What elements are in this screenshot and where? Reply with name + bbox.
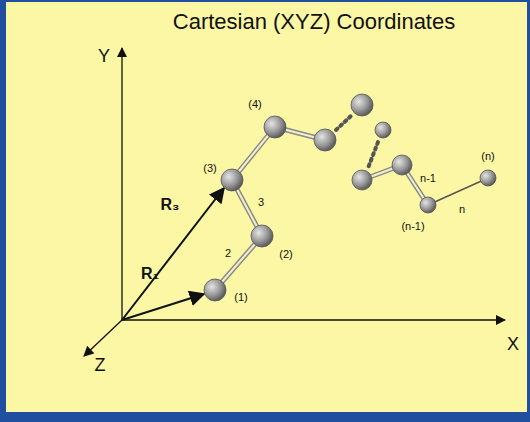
bond-number: n-1 — [420, 173, 436, 184]
vector-label: R₁ — [141, 266, 159, 282]
atom — [375, 122, 391, 138]
z-axis — [84, 320, 122, 356]
atom — [351, 94, 373, 116]
atom — [392, 155, 412, 175]
vector-label: R₃ — [161, 197, 180, 213]
bond-number: 2 — [225, 248, 231, 259]
atom — [221, 169, 243, 191]
atom — [264, 116, 286, 138]
bond-number: n — [459, 204, 465, 215]
axis-label: Y — [98, 47, 110, 65]
atom-number: (2) — [279, 249, 292, 260]
atom-number: (n) — [481, 151, 494, 162]
atom-number: (1) — [234, 292, 247, 303]
atom — [314, 129, 336, 151]
diagram-title: Cartesian (XYZ) Coordinates — [173, 11, 455, 33]
atom — [480, 170, 496, 186]
x-axis — [122, 319, 505, 320]
frame-top — [0, 0, 530, 2]
bond-number: 3 — [258, 197, 264, 208]
atom-number: (n-1) — [401, 221, 424, 232]
atom-number: (4) — [248, 99, 261, 110]
dotted-bond — [336, 115, 352, 130]
axis-label: X — [507, 335, 519, 353]
frame-right — [527, 0, 530, 422]
atom-number: (3) — [203, 163, 216, 174]
position-vector — [122, 294, 204, 320]
atom — [352, 170, 372, 190]
frame-bottom — [0, 412, 530, 422]
frame-left — [0, 0, 6, 422]
dotted-bond — [368, 142, 378, 168]
position-vector — [122, 188, 224, 320]
y-axis — [121, 48, 122, 320]
bond — [428, 178, 488, 205]
atom — [251, 225, 273, 247]
atom — [420, 197, 436, 213]
axis-label: Z — [95, 356, 106, 374]
atom — [204, 279, 226, 301]
